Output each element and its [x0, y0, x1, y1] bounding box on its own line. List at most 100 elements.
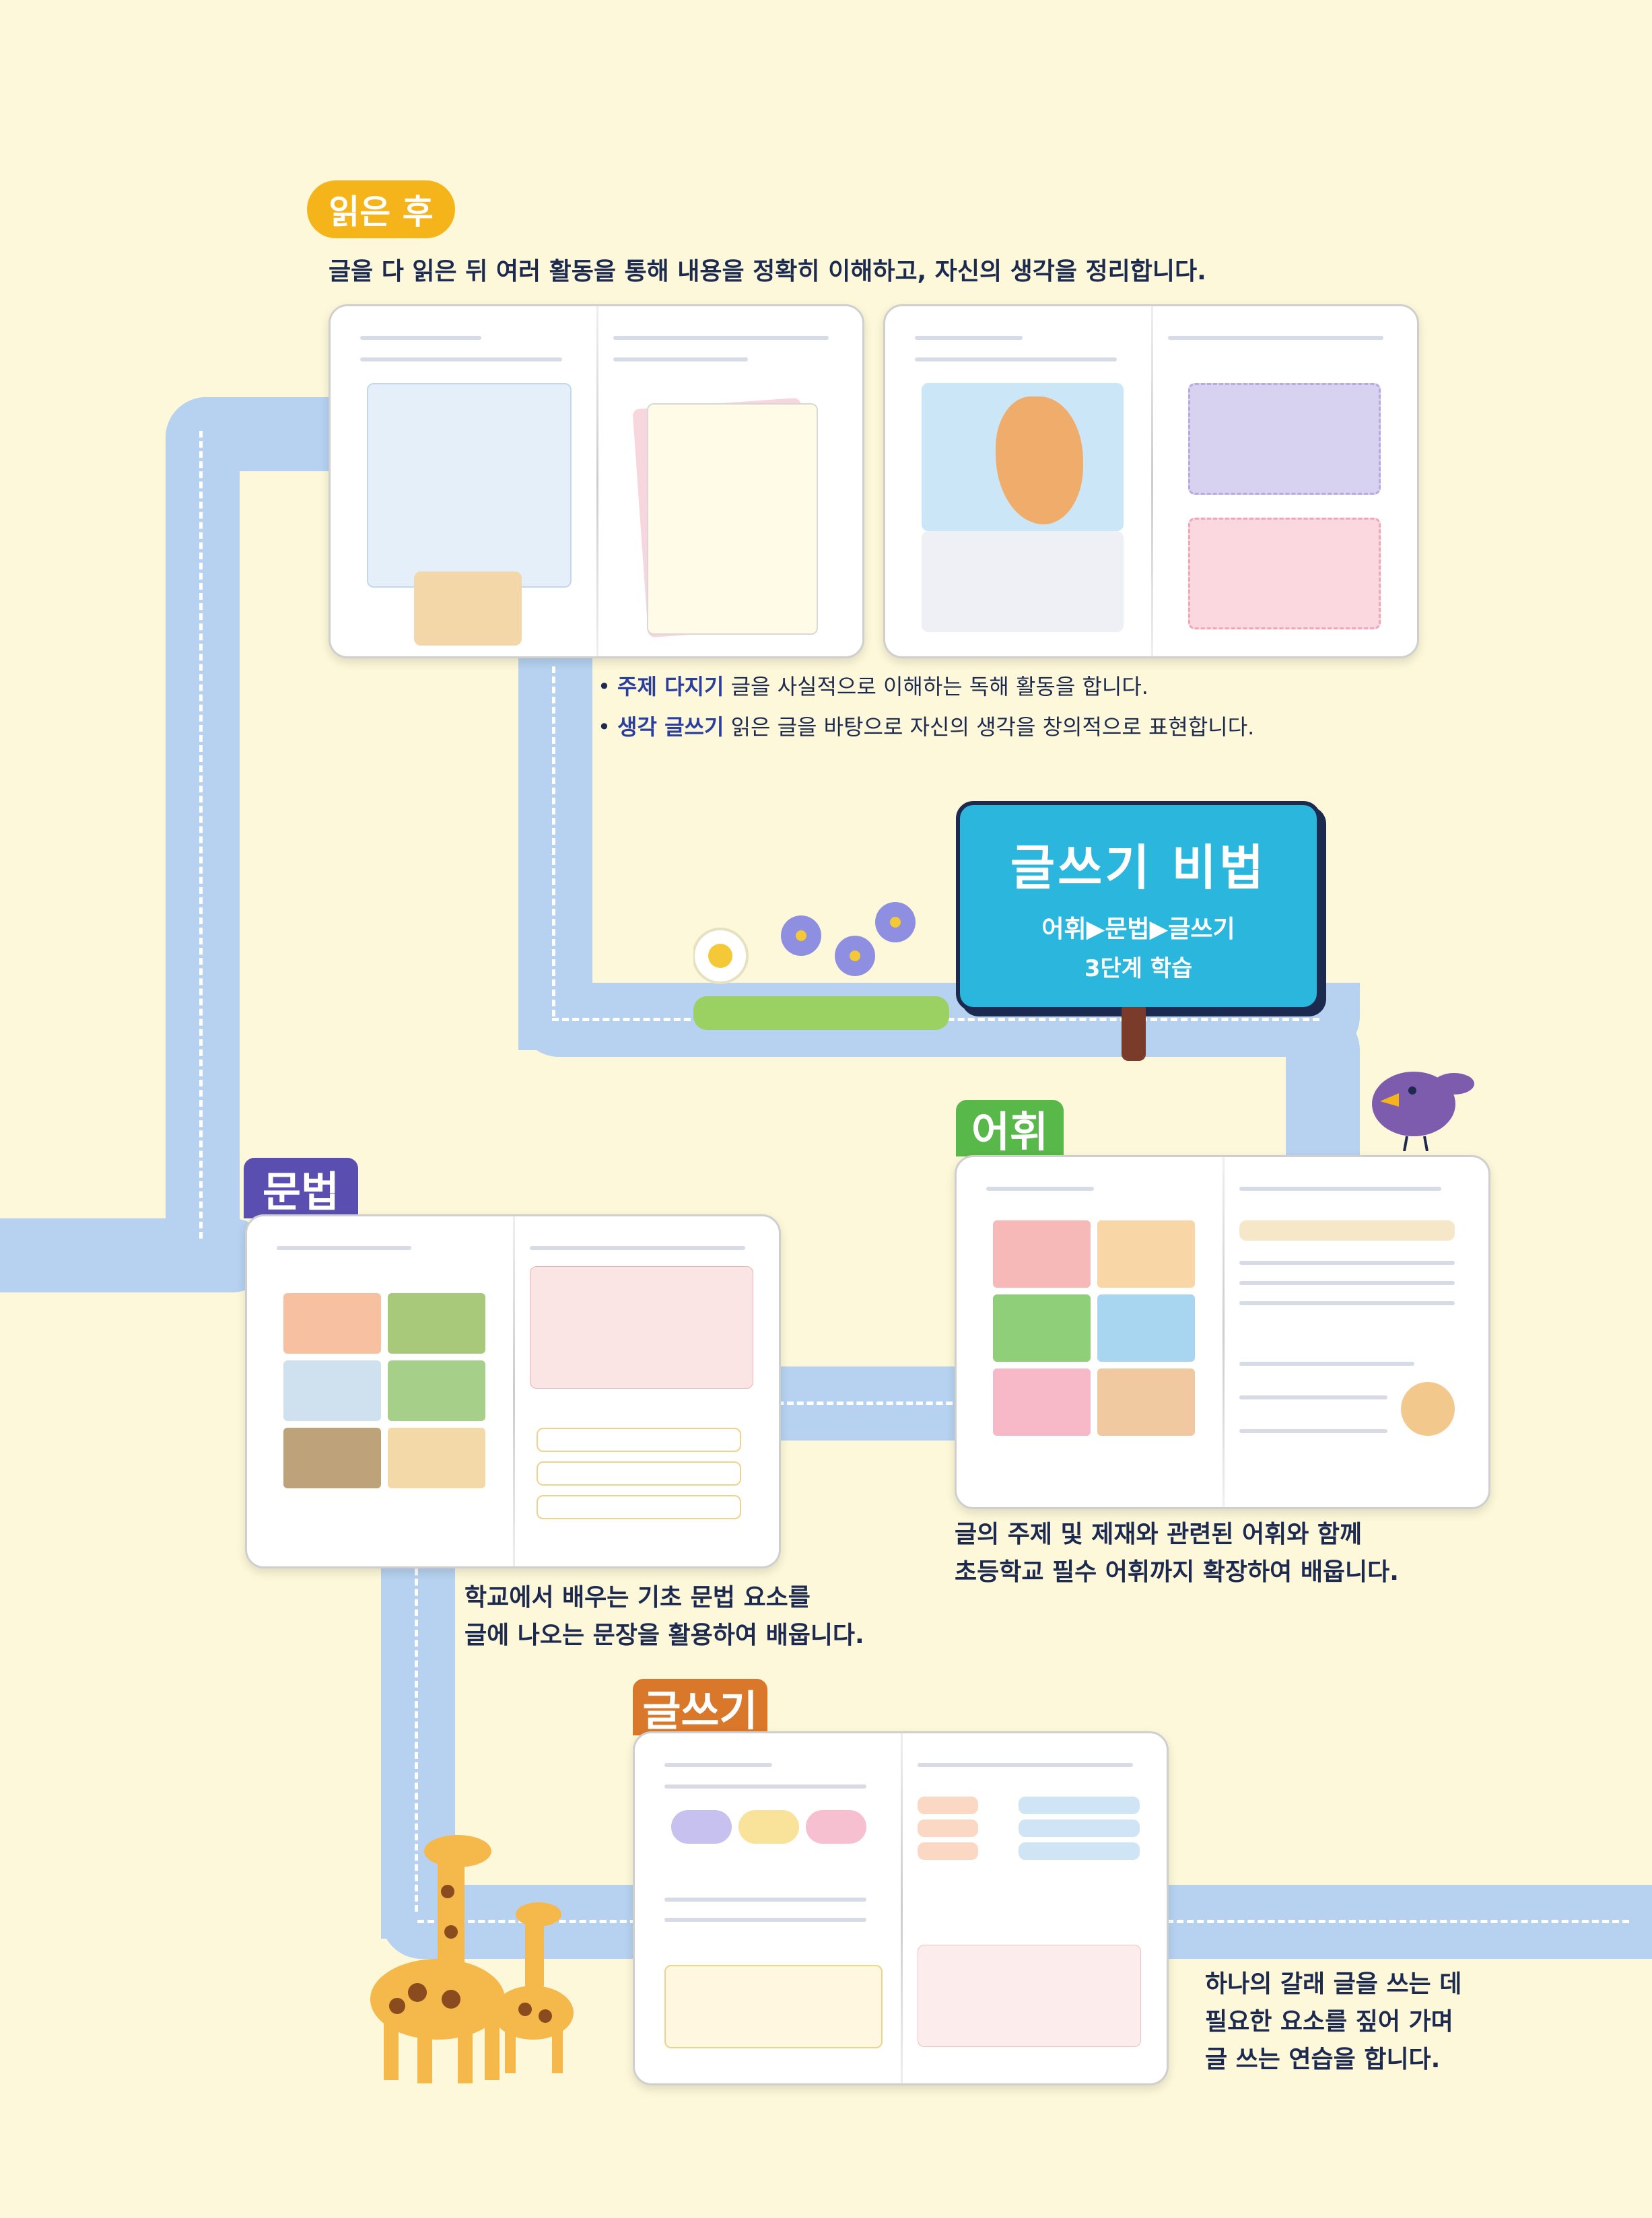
comic-panel [1097, 1220, 1195, 1288]
text-line [1239, 1187, 1441, 1191]
text-line [915, 357, 1117, 361]
order-label [918, 1820, 978, 1837]
comic-panel [1097, 1368, 1195, 1436]
book-thought-writing [883, 304, 1419, 658]
text-line [277, 1246, 411, 1250]
text-line [1239, 1301, 1455, 1305]
comic-panel [283, 1360, 381, 1421]
speech-bubble [738, 1810, 799, 1844]
food-illustration [1401, 1382, 1455, 1436]
writing-caption-line-3: 글 쓰는 연습을 합니다. [1205, 2046, 1441, 2073]
writing-caption-line-2: 필요한 요소를 짚어 가며 [1205, 2008, 1453, 2036]
text-line [1239, 1362, 1414, 1366]
comic-panel [283, 1293, 381, 1354]
sign-post [1122, 1007, 1146, 1061]
after-reading-tag: 읽은 후 [307, 180, 455, 238]
book-page-right [904, 1743, 1155, 2074]
text-line [1168, 336, 1383, 340]
comic-panel [993, 1294, 1091, 1362]
vocab-caption-line-2: 초등학교 필수 어휘까지 확장하여 배웁니다. [955, 1558, 1399, 1586]
book-vocab [955, 1155, 1490, 1509]
road-dash-center [552, 666, 555, 1016]
road-vertical-left [166, 397, 240, 1266]
text-line [915, 336, 1023, 340]
comic-panel [1097, 1294, 1195, 1362]
comic-panel [388, 1428, 485, 1488]
book-writing [633, 1731, 1169, 2085]
writing-tag-label: 글쓰기 [642, 1686, 758, 1735]
book-page-left [966, 1167, 1222, 1498]
book-fold [1151, 306, 1153, 656]
grammar-tag: 문법 [244, 1158, 358, 1218]
book-page-left [644, 1743, 900, 2074]
comic-panel [993, 1220, 1091, 1288]
after-reading-headline: 글을 다 읽은 뒤 여러 활동을 통해 내용을 정확히 이해하고, 자신의 생각… [329, 258, 1206, 285]
vocab-tag: 어휘 [956, 1100, 1064, 1156]
book-page-left [895, 316, 1150, 647]
book-fold [513, 1216, 515, 1566]
grammar-table [530, 1266, 753, 1389]
book-page-right [516, 1226, 767, 1557]
flower-illustration [693, 902, 949, 1030]
text-line [1239, 1281, 1455, 1285]
book-page-right [1155, 316, 1405, 647]
sign-steps: 어휘▶문법▶글쓰기 [1041, 915, 1235, 943]
book-page-right [600, 316, 850, 647]
text-line [1239, 1429, 1387, 1433]
text-line [613, 336, 829, 340]
bird-illustration [1372, 1072, 1474, 1151]
bullet-thought-term: 생각 글쓰기 [617, 714, 724, 740]
book-fold [596, 306, 598, 656]
text-line [1239, 1261, 1455, 1265]
bullet-theme: • 주제 다지기 글을 사실적으로 이해하는 독해 활동을 합니다. [598, 674, 1148, 699]
text-line [664, 1784, 866, 1789]
book-page-right [1226, 1167, 1476, 1498]
after-reading-tag-label: 읽은 후 [329, 193, 434, 232]
grammar-caption: 학교에서 배우는 기초 문법 요소를 글에 나오는 문장을 활용하여 배웁니다. [464, 1579, 864, 1655]
text-line [530, 1246, 745, 1250]
strawberry-card [1188, 383, 1381, 495]
text-line [613, 357, 748, 361]
order-label [918, 1797, 978, 1814]
text-line [918, 1763, 1133, 1767]
vocab-caption: 글의 주제 및 제재와 관련된 어휘와 함께 초등학교 필수 어휘까지 확장하여… [955, 1516, 1399, 1591]
book-page-left [256, 1226, 512, 1557]
order-label [918, 1842, 978, 1860]
comic-panel [388, 1360, 485, 1421]
notebook-table-front [647, 403, 818, 635]
book-fold [901, 1733, 903, 2083]
text-line [360, 336, 481, 340]
sign-sub: 3단계 학습 [1084, 955, 1193, 982]
text-line [664, 1918, 866, 1922]
comic-panel [283, 1428, 381, 1488]
order-answer [1019, 1820, 1140, 1837]
writing-tag: 글쓰기 [633, 1679, 767, 1735]
road-dash-lower-h [747, 1401, 963, 1405]
text-line [1239, 1395, 1387, 1399]
map-shape [996, 396, 1083, 524]
road-horizontal-mid [0, 1218, 269, 1292]
giraffe-illustration [370, 1835, 574, 2083]
book-grammar [245, 1214, 781, 1568]
grammar-tag-label: 문법 [262, 1167, 340, 1216]
vocab-tag-label: 어휘 [971, 1107, 1049, 1156]
word-grid [367, 383, 572, 588]
comic-panel [388, 1293, 485, 1354]
road-top-left [166, 397, 341, 471]
book-page-left [340, 316, 596, 647]
road-dash-left [199, 431, 203, 1239]
speech-bubble [671, 1810, 732, 1844]
book-theme-activity [329, 304, 864, 658]
road-vertical-center [518, 633, 592, 1050]
bullet-theme-text: 글을 사실적으로 이해하는 독해 활동을 합니다. [730, 674, 1148, 699]
writing-lines [922, 531, 1124, 632]
grammar-caption-line-1: 학교에서 배우는 기초 문법 요소를 [464, 1584, 811, 1611]
text-line [664, 1898, 866, 1902]
bullet-theme-term: 주제 다지기 [617, 674, 724, 699]
sign-title: 글쓰기 비법 [1010, 839, 1267, 896]
speech-bubble [806, 1810, 866, 1844]
writing-caption: 하나의 갈래 글을 쓰는 데 필요한 요소를 짚어 가며 글 쓰는 연습을 합니… [1205, 1966, 1461, 2079]
text-line [664, 1763, 772, 1767]
answer-box [537, 1495, 741, 1519]
word-bank [1239, 1220, 1455, 1241]
